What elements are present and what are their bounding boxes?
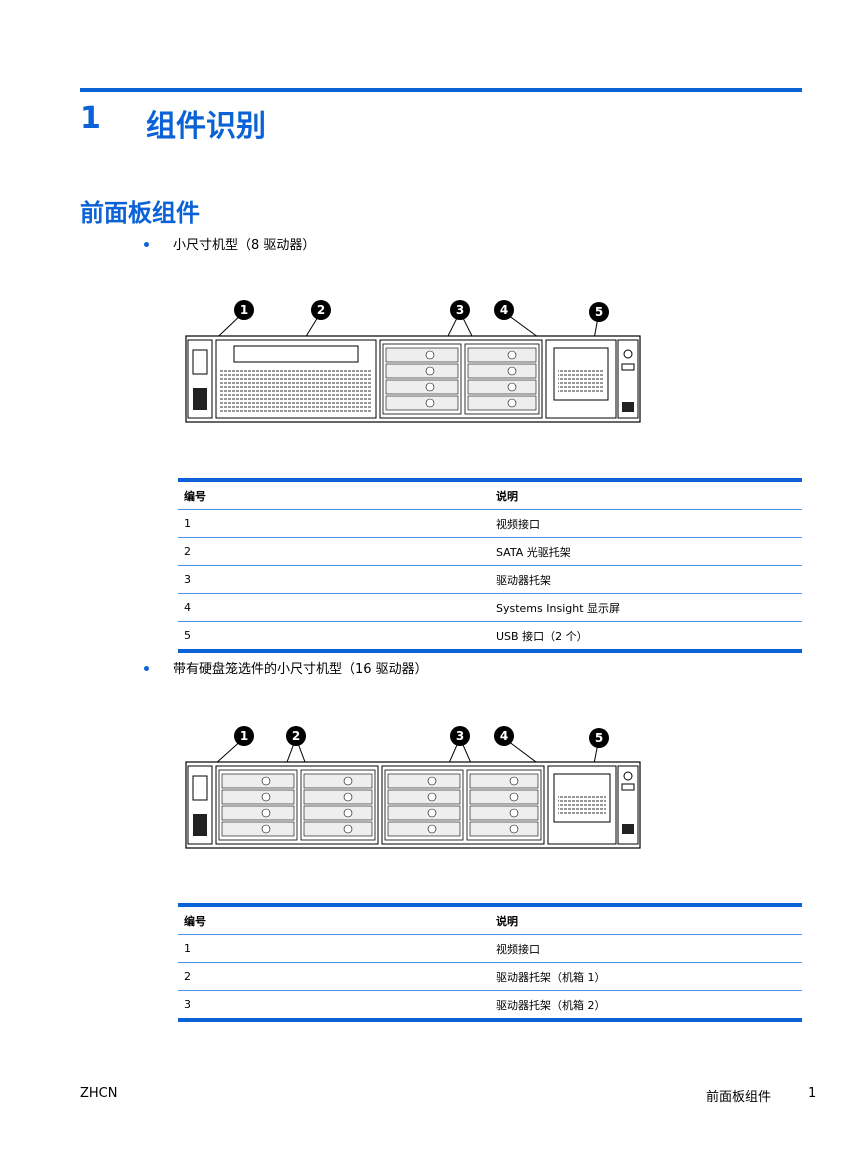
bullet-item-2: 带有硬盘笼选件的小尺寸机型（16 驱动器） — [144, 658, 428, 677]
section-title: 前面板组件 — [80, 199, 200, 227]
callout-label: 5 — [595, 731, 603, 745]
callout-label: 3 — [456, 303, 464, 317]
table-bottom-rule — [178, 1018, 802, 1022]
table-cell: 驱动器托架（机箱 1） — [496, 970, 606, 984]
callout-label: 1 — [240, 303, 248, 317]
table-row: 2 驱动器托架（机箱 1） — [178, 963, 802, 991]
table-row: 4 Systems Insight 显示屏 — [178, 594, 802, 622]
table-cell: 1 — [184, 942, 191, 955]
bullet-item-1: 小尺寸机型（8 驱动器） — [144, 234, 315, 253]
chapter-title: 组件识别 — [146, 109, 266, 144]
footer-locale: ZHCN — [80, 1086, 118, 1101]
table-front-panel-8-drive: 编号 说明 1 视频接口 2 SATA 光驱托架 3 驱动器托架 4 Syste… — [178, 478, 802, 653]
table-cell: Systems Insight 显示屏 — [496, 601, 621, 615]
table-cell: 5 — [184, 629, 191, 642]
table-header-cell: 编号 — [184, 489, 206, 503]
table-cell: SATA 光驱托架 — [496, 545, 571, 559]
footer-page-number: 1 — [808, 1086, 817, 1101]
table-cell: 4 — [184, 601, 191, 614]
footer-section-title: 前面板组件 — [706, 1090, 772, 1105]
table-header-row: 编号 说明 — [178, 907, 802, 935]
table-cell: 视频接口 — [496, 942, 540, 956]
callout-label: 2 — [292, 729, 300, 743]
table-header-cell: 说明 — [496, 489, 518, 503]
figure-front-panel-16-drive: 1 2 3 4 5 — [185, 726, 641, 849]
table-top-rule — [178, 903, 802, 907]
table-cell: USB 接口（2 个） — [496, 629, 588, 643]
callout-label: 3 — [456, 729, 464, 743]
figure-front-panel-8-drive: 1 2 3 4 5 — [185, 300, 641, 423]
table-front-panel-16-drive: 编号 说明 1 视频接口 2 驱动器托架（机箱 1） 3 驱动器托架（机箱 2） — [178, 903, 802, 1022]
table-row: 3 驱动器托架 — [178, 566, 802, 594]
table-cell: 视频接口 — [496, 517, 540, 531]
callout-label: 4 — [500, 729, 508, 743]
table-header-cell: 说明 — [496, 914, 518, 928]
table-row: 1 视频接口 — [178, 935, 802, 963]
bullet-dot-icon — [144, 242, 149, 247]
table-cell: 驱动器托架 — [496, 573, 551, 587]
table-row: 3 驱动器托架（机箱 2） — [178, 991, 802, 1018]
table-row: 1 视频接口 — [178, 510, 802, 538]
callout-label: 2 — [317, 303, 325, 317]
table-row: 2 SATA 光驱托架 — [178, 538, 802, 566]
table-cell: 3 — [184, 573, 191, 586]
table-header-row: 编号 说明 — [178, 482, 802, 510]
chapter-rule — [80, 88, 802, 92]
callout-label: 4 — [500, 303, 508, 317]
table-top-rule — [178, 478, 802, 482]
callout-label: 1 — [240, 729, 248, 743]
table-cell: 2 — [184, 545, 191, 558]
bullet-dot-icon — [144, 666, 149, 671]
chapter-number: 1 — [80, 101, 101, 136]
table-cell: 3 — [184, 998, 191, 1011]
table-cell: 2 — [184, 970, 191, 983]
table-cell: 1 — [184, 517, 191, 530]
table-header-cell: 编号 — [184, 914, 206, 928]
table-cell: 驱动器托架（机箱 2） — [496, 998, 606, 1012]
table-row: 5 USB 接口（2 个） — [178, 622, 802, 649]
callout-label: 5 — [595, 305, 603, 319]
table-bottom-rule — [178, 649, 802, 653]
